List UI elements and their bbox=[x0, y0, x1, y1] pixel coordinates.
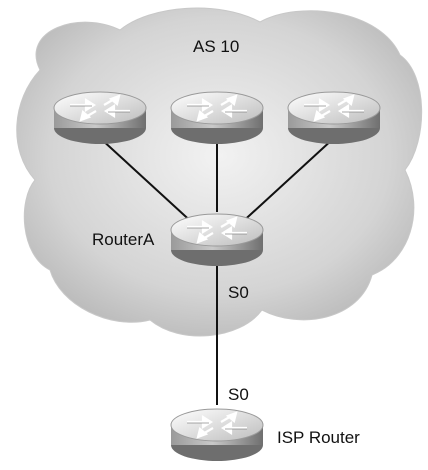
interface-lower-label: S0 bbox=[228, 385, 249, 404]
as-cloud-shape bbox=[16, 7, 423, 337]
link-right bbox=[237, 137, 335, 227]
as-label: AS 10 bbox=[193, 37, 239, 56]
router-a-label: RouterA bbox=[92, 230, 155, 249]
isp-router-label: ISP Router bbox=[277, 428, 360, 447]
link-left bbox=[99, 137, 197, 227]
router-icon bbox=[169, 90, 265, 146]
router-icon bbox=[286, 90, 382, 146]
router-a-icon bbox=[169, 212, 265, 268]
router-icon bbox=[52, 90, 148, 146]
isp-router-icon bbox=[169, 407, 265, 463]
interface-upper-label: S0 bbox=[228, 283, 249, 302]
